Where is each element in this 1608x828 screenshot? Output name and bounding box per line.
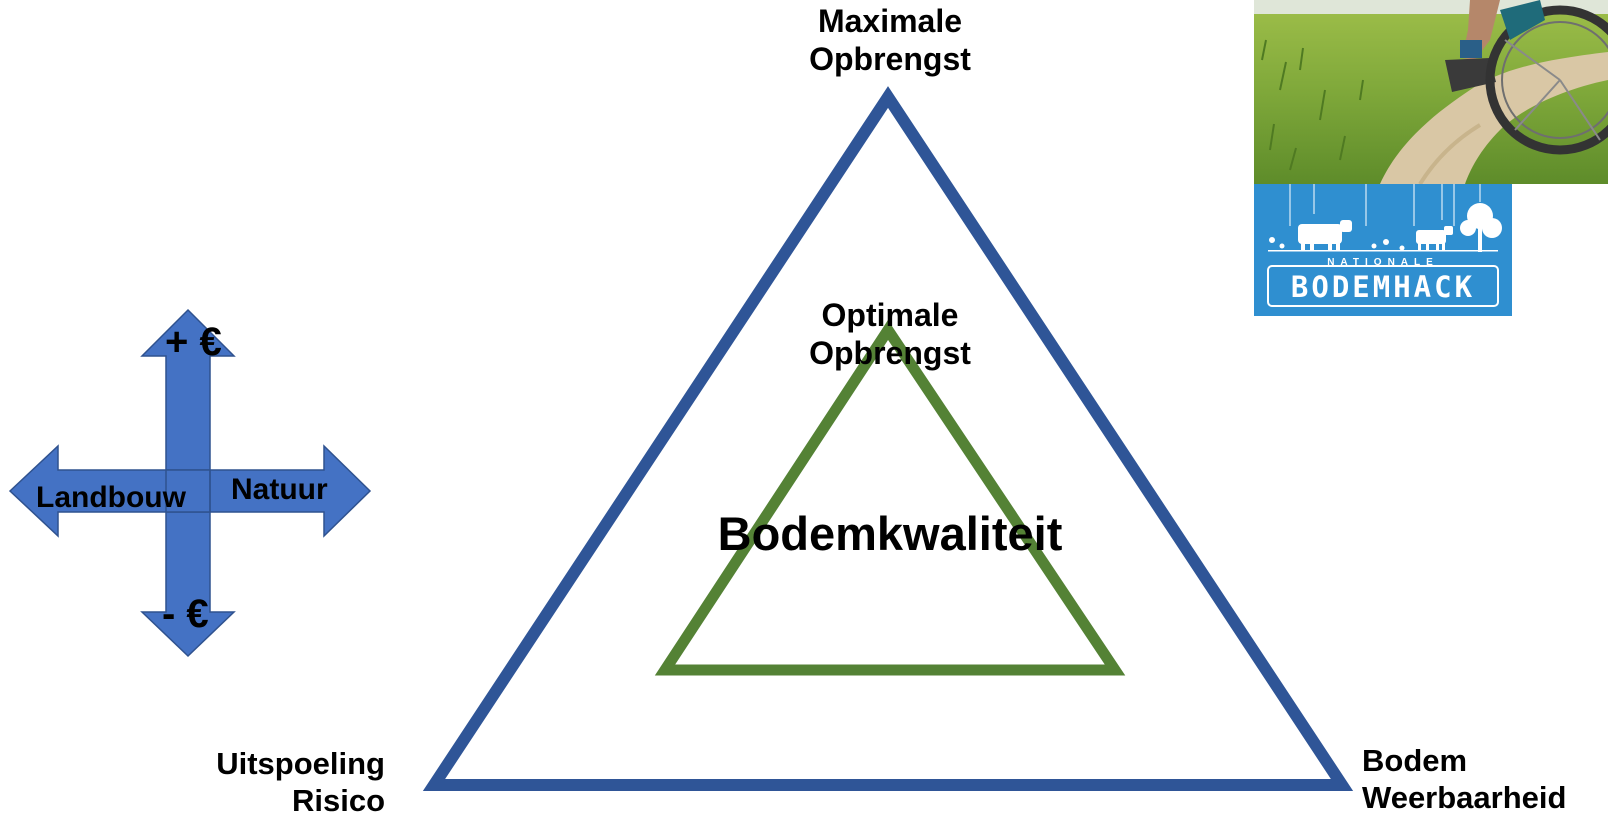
label-line: Opbrengst	[809, 41, 971, 78]
logo-illustration	[1268, 184, 1502, 252]
compass-right-label: Natuur	[231, 473, 328, 506]
label-line: Opbrengst	[809, 335, 971, 372]
label-line: Uitspoeling	[216, 746, 385, 781]
cyclist-photo	[1254, 0, 1608, 184]
label-line: Bodem	[1362, 743, 1468, 778]
compass-left-label: Landbouw	[36, 481, 186, 514]
label-bodem-weerbaarheid: Bodem Weerbaarheid	[1362, 742, 1607, 816]
compass-up-label: + €	[165, 320, 222, 364]
inner-triangle	[654, 320, 1126, 676]
label-line: Maximale	[817, 3, 963, 39]
logo-subtitle: NATIONALE	[1327, 257, 1439, 268]
logo-title: BODEMHACK	[1290, 270, 1476, 304]
label-bodemkwaliteit: Bodemkwaliteit	[717, 507, 1063, 560]
label-line: Optimale	[821, 297, 959, 333]
label-maximale-opbrengst: Maximale Opbrengst	[770, 2, 1010, 79]
label-line: Risico	[291, 783, 385, 819]
label-uitspoeling-risico: Uitspoeling Risico	[140, 745, 385, 819]
compass-arrows	[8, 308, 372, 658]
bodemhack-logo: NATIONALE BODEMHACK	[1254, 184, 1512, 316]
logo-frame	[1267, 265, 1499, 307]
label-line: Weerbaarheid	[1362, 780, 1567, 816]
label-optimale-opbrengst: Optimale Opbrengst	[770, 296, 1010, 373]
outer-triangle	[422, 86, 1354, 791]
compass-down-label: - €	[162, 592, 209, 636]
